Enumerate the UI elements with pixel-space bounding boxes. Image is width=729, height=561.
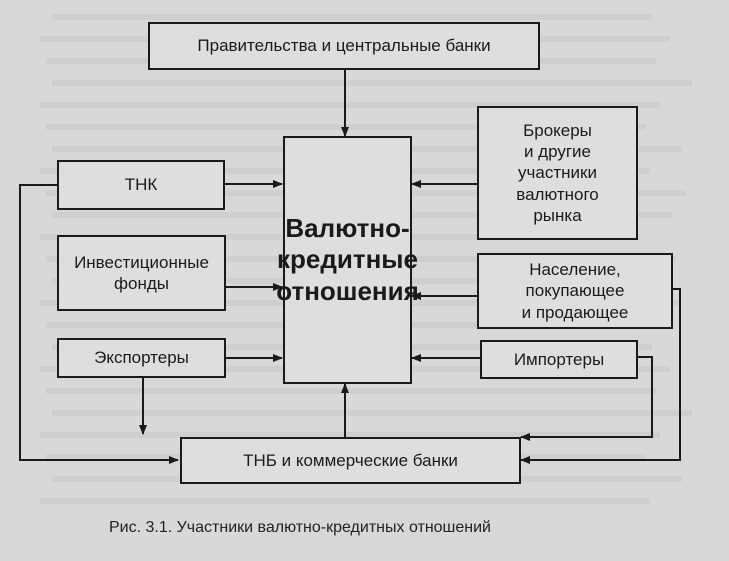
arrow-importers-to-banks <box>520 356 653 441</box>
background-stripe <box>52 14 652 20</box>
brokers-box: Брокеры и другие участники валютного рын… <box>477 106 638 240</box>
background-stripe <box>46 388 656 394</box>
background-stripe <box>40 102 660 108</box>
background-stripe <box>52 410 692 416</box>
currency-credit-relations-box: Валютно- кредитные отношения <box>276 136 419 384</box>
tnk-box: ТНК <box>57 160 225 210</box>
background-stripe <box>40 432 660 438</box>
arrow-tnk-to-banks <box>19 184 179 464</box>
figure-caption: Рис. 3.1. Участники валютно-кредитных от… <box>109 519 491 536</box>
tnb-commercial-banks-box: ТНБ и коммерческие банки <box>180 437 521 484</box>
government-central-banks-box: Правительства и центральные банки <box>148 22 540 70</box>
population-box: Население, покупающее и продающее <box>477 253 673 329</box>
background-stripe <box>40 498 650 504</box>
importers-box: Импортеры <box>480 340 638 379</box>
investment-funds-box: Инвестиционные фонды <box>57 235 226 311</box>
background-stripe <box>52 80 692 86</box>
exporters-box: Экспортеры <box>57 338 226 378</box>
arrow-population-to-banks <box>520 288 681 464</box>
